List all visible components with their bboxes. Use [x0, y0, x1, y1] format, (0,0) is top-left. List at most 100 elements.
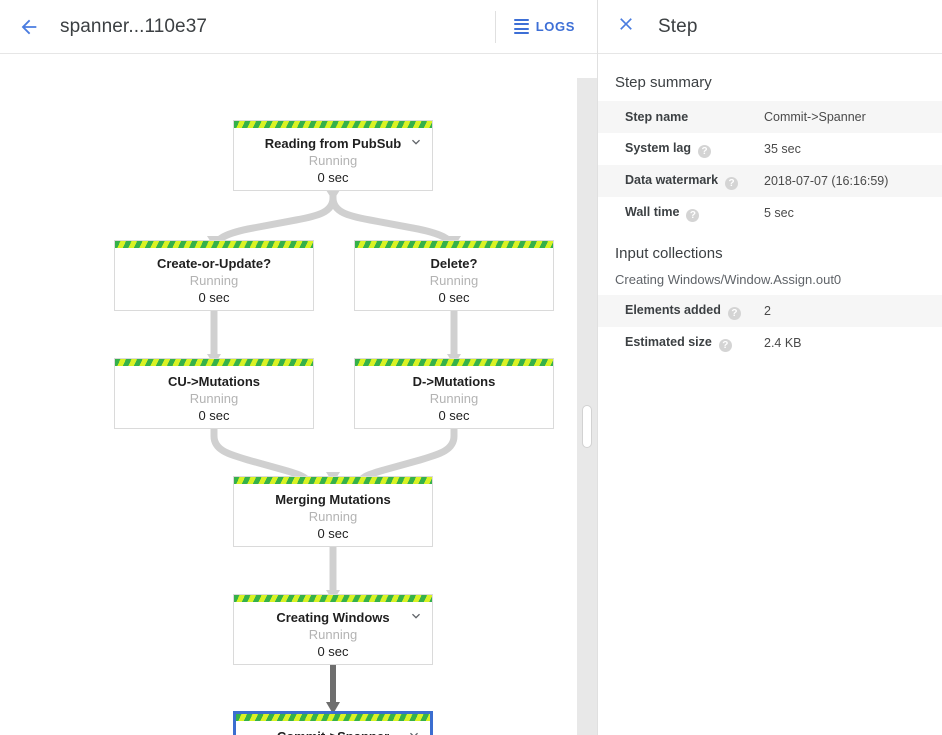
top-app-bar: spanner...110e37 LOGS [0, 0, 597, 54]
chevron-down-icon[interactable] [406, 727, 422, 735]
node-status-stripe [234, 595, 432, 602]
row-value: 2018-07-07 (16:16:59) [764, 165, 942, 197]
step-details-panel: Step Step summary Step name Commit->Span… [598, 0, 942, 735]
node-time: 0 sec [198, 289, 230, 305]
node-name: Reading from PubSub [264, 135, 402, 151]
page-title: spanner...110e37 [60, 15, 208, 37]
step-panel-body: Step summary Step name Commit->Spanner S… [598, 54, 942, 359]
node-status: Running [429, 272, 479, 288]
graph-node-reading-from-pubsub[interactable]: Reading from PubSub Running 0 sec [233, 120, 433, 191]
graph-node-delete[interactable]: Delete? Running 0 sec [354, 240, 554, 311]
row-key-label: Data watermark [625, 172, 719, 187]
arrow-left-icon [18, 16, 40, 38]
list-icon [513, 17, 529, 37]
node-body: D->Mutations Running 0 sec [355, 366, 553, 430]
row-key: Wall time? [598, 197, 764, 229]
row-key-label: Step name [625, 110, 689, 124]
row-value: Commit->Spanner [764, 101, 942, 133]
step-summary-heading: Step summary [615, 74, 712, 91]
input-collection-name: Creating Windows/Window.Assign.out0 [615, 272, 842, 287]
chevron-down-icon[interactable] [408, 134, 424, 150]
node-status-stripe [115, 359, 313, 366]
node-status-stripe [115, 241, 313, 248]
logs-button-label: LOGS [535, 19, 575, 34]
node-status-stripe [355, 359, 553, 366]
close-button[interactable] [604, 5, 648, 49]
node-name: CU->Mutations [167, 373, 261, 389]
back-button[interactable] [5, 3, 53, 51]
node-body: Commit->Spanner Part running 5 sec [236, 721, 430, 735]
help-icon[interactable]: ? [718, 338, 732, 352]
help-icon[interactable]: ? [686, 208, 700, 222]
node-time: 0 sec [317, 169, 349, 185]
divider [494, 10, 496, 43]
input-collections-table: Elements added? 2 Estimated size? 2.4 KB [598, 295, 942, 359]
node-status-stripe [236, 714, 430, 721]
table-row: System lag? 35 sec [598, 133, 942, 165]
graph-node-create-or-update[interactable]: Create-or-Update? Running 0 sec [114, 240, 314, 311]
graph-node-cu-mutations[interactable]: CU->Mutations Running 0 sec [114, 358, 314, 429]
node-time: 0 sec [317, 643, 349, 659]
node-time: 0 sec [438, 289, 470, 305]
graph-canvas[interactable]: Reading from PubSub Running 0 sec Create… [0, 54, 597, 735]
table-row: Wall time? 5 sec [598, 197, 942, 229]
close-icon [616, 14, 636, 39]
node-time: 0 sec [438, 407, 470, 423]
top-bar-actions: LOGS [494, 0, 597, 53]
node-body: Reading from PubSub Running 0 sec [234, 128, 432, 192]
row-key: Step name [598, 101, 764, 133]
node-status: Running [308, 508, 358, 524]
node-name: Commit->Spanner [277, 728, 389, 735]
table-row: Step name Commit->Spanner [598, 101, 942, 133]
node-name: Create-or-Update? [156, 255, 272, 271]
row-key-label: Elements added [625, 302, 721, 317]
help-icon[interactable]: ? [727, 306, 741, 320]
chevron-down-icon[interactable] [408, 608, 424, 624]
node-body: Merging Mutations Running 0 sec [234, 484, 432, 548]
table-row: Data watermark? 2018-07-07 (16:16:59) [598, 165, 942, 197]
table-row: Estimated size? 2.4 KB [598, 327, 942, 359]
node-time: 0 sec [317, 525, 349, 541]
graph-node-d-mutations[interactable]: D->Mutations Running 0 sec [354, 358, 554, 429]
graph-node-merging-mutations[interactable]: Merging Mutations Running 0 sec [233, 476, 433, 547]
node-status: Running [189, 390, 239, 406]
help-icon[interactable]: ? [725, 176, 739, 190]
node-status: Running [308, 152, 358, 168]
step-summary-table: Step name Commit->Spanner System lag? 35… [598, 101, 942, 229]
node-status-stripe [234, 121, 432, 128]
row-value: 5 sec [764, 206, 794, 220]
graph-inner: Reading from PubSub Running 0 sec Create… [0, 54, 578, 735]
node-status: Running [429, 390, 479, 406]
scrollbar-thumb[interactable] [582, 405, 592, 448]
row-key-label: System lag [625, 140, 692, 155]
node-name: Creating Windows [276, 609, 390, 625]
row-key: Elements added? [598, 295, 764, 327]
help-icon[interactable]: ? [698, 144, 712, 158]
row-key: Data watermark? [598, 165, 764, 197]
row-key: Estimated size? [598, 327, 764, 359]
step-panel-title: Step [658, 15, 698, 37]
row-key-label: Estimated size [625, 334, 712, 349]
input-collections-heading: Input collections [615, 245, 723, 262]
node-body: Delete? Running 0 sec [355, 248, 553, 312]
node-body: Create-or-Update? Running 0 sec [115, 248, 313, 312]
job-graph-pane: spanner...110e37 LOGS [0, 0, 598, 735]
node-body: CU->Mutations Running 0 sec [115, 366, 313, 430]
vertical-scrollbar[interactable] [577, 78, 597, 735]
node-name: D->Mutations [412, 373, 496, 389]
node-status: Running [308, 626, 358, 642]
logs-button[interactable]: LOGS [496, 0, 597, 53]
row-key-label: Wall time [625, 204, 680, 219]
node-body: Creating Windows Running 0 sec [234, 602, 432, 666]
node-status: Running [189, 272, 239, 288]
table-row: Elements added? 2 [598, 295, 942, 327]
node-status-stripe [234, 477, 432, 484]
step-panel-header: Step [598, 0, 942, 54]
graph-node-creating-windows[interactable]: Creating Windows Running 0 sec [233, 594, 433, 665]
row-value: 2 [764, 295, 942, 327]
node-name: Merging Mutations [275, 491, 391, 507]
graph-node-commit-spanner[interactable]: Commit->Spanner Part running 5 sec [233, 711, 433, 735]
row-value: 35 sec [764, 142, 801, 156]
node-status-stripe [355, 241, 553, 248]
